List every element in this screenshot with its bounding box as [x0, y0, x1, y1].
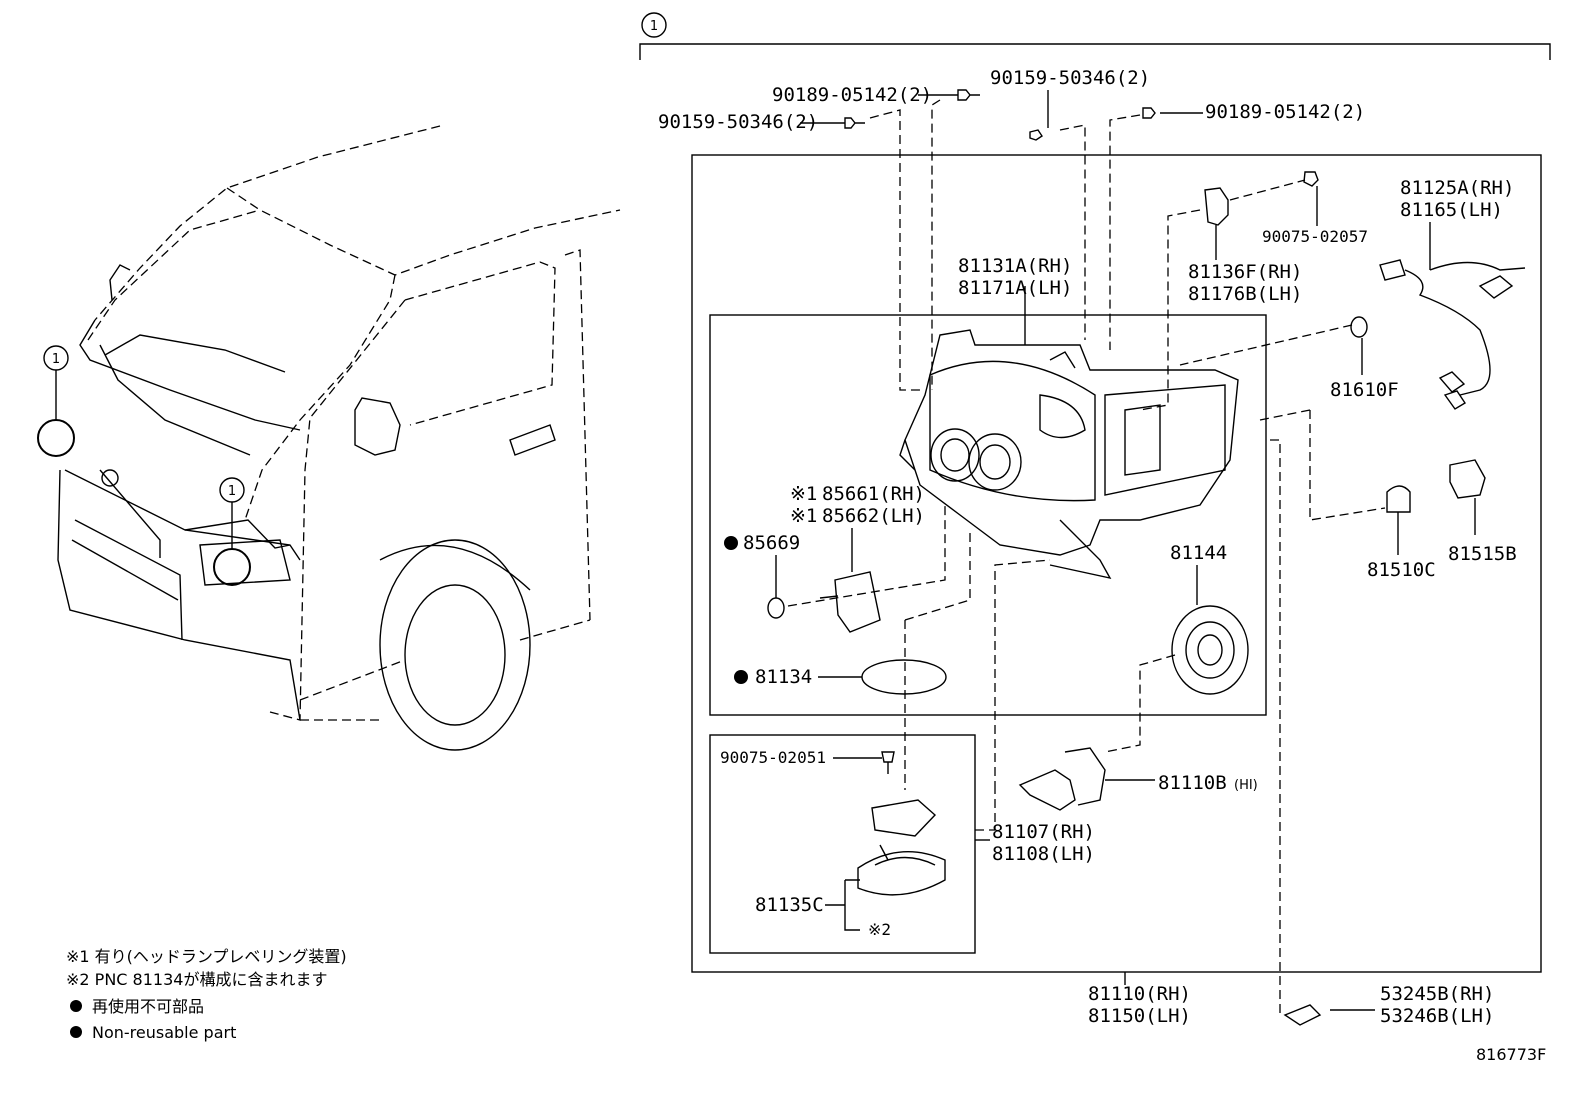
o-ring-81134: 81134 — [734, 620, 947, 790]
part-90189-05142-right: 90189-05142(2) — [1205, 101, 1365, 123]
bulb-81610: 81610F — [1179, 316, 1399, 401]
cap-81144: 81144 — [1104, 542, 1249, 753]
part-90075-02057: 90075-02057 — [1262, 227, 1368, 246]
leveling-motor-85661: ※1 85661(RH) ※1 85662(LH) 85669 — [724, 483, 971, 633]
part-81610F: 81610F — [1330, 379, 1399, 401]
part-53245B: 53245B(RH) — [1380, 983, 1494, 1005]
clip-53245: 53245B(RH) 53246B(LH) — [1270, 439, 1494, 1027]
assembly-marker-circle — [641, 12, 667, 38]
part-81510C: 81510C — [1367, 559, 1436, 581]
part-81135C-mark: ※2 — [868, 920, 891, 939]
van-callout-right: 1 — [228, 484, 236, 499]
part-85662: 85662(LH) — [822, 505, 925, 527]
part-81150: 81150(LH) — [1088, 1005, 1191, 1027]
part-90189-05142-top: 90189-05142(2) — [772, 84, 932, 106]
part-81125A: 81125A(RH) — [1400, 177, 1514, 199]
part-81515B: 81515B — [1448, 543, 1517, 565]
housing-box — [709, 314, 1267, 716]
non-reusable-dot-81134 — [734, 670, 748, 684]
fasteners: 90189-05142(2) 90159-50346(2) 90159-5034… — [658, 67, 1365, 391]
part-85662-mark: ※1 — [790, 505, 817, 527]
legend-dot-2 — [70, 1026, 82, 1038]
part-81165: 81165(LH) — [1400, 199, 1503, 221]
part-90159-50346-left: 90159-50346(2) — [658, 111, 818, 133]
leveling-kit-81107: 90075-02051 81107(RH) 81108(LH) 81135C ※… — [720, 748, 1095, 939]
part-81110B-sub: (HI) — [1234, 778, 1258, 793]
assembly-bracket — [639, 43, 1551, 60]
van-callout-left: 1 — [52, 352, 60, 367]
left-headlamp-marker — [37, 419, 75, 457]
note-3: 再使用不可部品 — [92, 997, 204, 1016]
bulb-81110B: 81110B (HI) — [994, 559, 1258, 811]
part-81171A: 81171A(LH) — [958, 277, 1072, 299]
part-81131A: 81131A(RH) — [958, 255, 1072, 277]
part-81108: 81108(LH) — [992, 843, 1095, 865]
part-81176B: 81176B(LH) — [1188, 283, 1302, 305]
part-81136F: 81136F(RH) — [1188, 261, 1302, 283]
part-53246B: 53246B(LH) — [1380, 1005, 1494, 1027]
part-85669: 85669 — [743, 532, 800, 554]
non-reusable-dot-85669 — [724, 536, 738, 550]
note-1: ※1 有り(ヘッドランプレベリング装置) — [66, 947, 347, 966]
van-illustration: 1 1 — [37, 125, 621, 751]
part-81134: 81134 — [755, 666, 812, 688]
legend-dot-1 — [70, 1000, 82, 1012]
note-2: ※2 PNC 81134が構成に含まれます — [66, 970, 327, 989]
part-81110B: 81110B — [1158, 772, 1227, 794]
diagram-id: 816773F — [1476, 1045, 1546, 1064]
note-4: Non-reusable part — [92, 1023, 236, 1042]
assembly-box — [691, 154, 1542, 973]
part-81135C: 81135C — [755, 894, 824, 916]
part-81144: 81144 — [1170, 542, 1227, 564]
headlamp-unit: 81131A(RH) 81171A(LH) — [899, 255, 1239, 580]
bulb-81510-socket-81515: 81510C 81515B — [1259, 409, 1517, 581]
part-81107: 81107(RH) — [992, 821, 1095, 843]
notes: ※1 有り(ヘッドランプレベリング装置) ※2 PNC 81134が構成に含まれ… — [66, 947, 347, 1042]
part-81110: 81110(RH) — [1088, 983, 1191, 1005]
part-90159-50346-top: 90159-50346(2) — [990, 67, 1150, 89]
socket-wiring-81125: 81125A(RH) 81165(LH) — [1379, 177, 1526, 410]
part-85661-mark: ※1 — [790, 483, 817, 505]
right-headlamp-marker — [213, 548, 251, 586]
assembly-label: 81110(RH) 81150(LH) — [1088, 972, 1191, 1027]
part-90075-02051: 90075-02051 — [720, 748, 826, 767]
part-85661: 85661(RH) — [822, 483, 925, 505]
assembly-marker: 1 — [650, 19, 658, 34]
leveling-kit-box — [709, 734, 976, 954]
bracket-81136: 90075-02057 81136F(RH) 81176B(LH) — [1139, 171, 1368, 411]
